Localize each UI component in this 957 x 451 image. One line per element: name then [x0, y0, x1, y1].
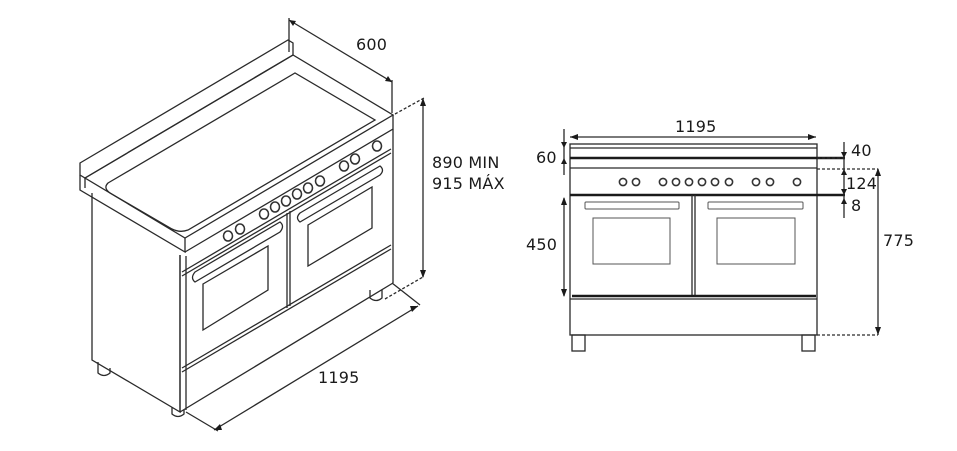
iso-width-label: 1195 — [318, 368, 360, 387]
top-gap-label: 40 — [851, 141, 872, 160]
depth-label: 600 — [356, 35, 388, 54]
panel-gap-label: 8 — [851, 196, 862, 215]
oven-door-height-label: 450 — [526, 235, 558, 254]
height-max-label: 915 MÁX — [432, 174, 505, 193]
backsplash-height-label: 60 — [536, 148, 557, 167]
isometric-knobs — [222, 140, 383, 242]
height-range-label: 890 MIN 915 MÁX — [432, 152, 505, 194]
front-knobs — [618, 177, 802, 187]
front-width-label: 1195 — [675, 117, 717, 136]
control-panel-height-label: 124 — [846, 174, 878, 193]
height-min-label: 890 MIN — [432, 153, 500, 172]
worktop-height-label: 775 — [883, 231, 915, 250]
